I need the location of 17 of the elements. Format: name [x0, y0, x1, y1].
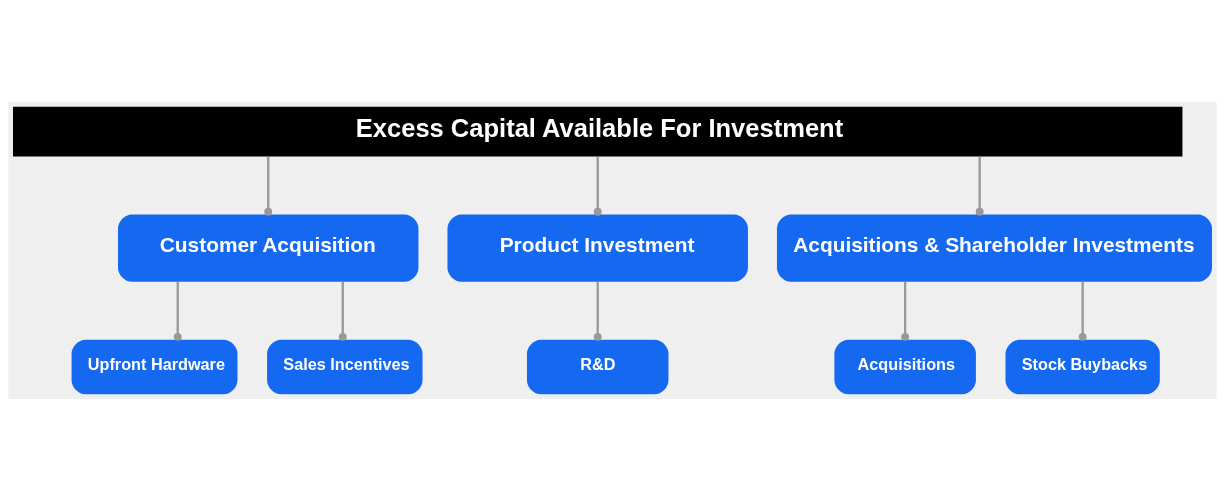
- connector: [593, 281, 602, 341]
- node-box: Upfront Hardware: [71, 339, 238, 394]
- node-box: Acquisitions: [834, 339, 976, 394]
- node-box: Sales Incentives: [267, 339, 423, 394]
- node-box: Excess Capital Available For Investment: [13, 106, 1183, 157]
- connector: [173, 281, 182, 341]
- connector: [901, 281, 910, 341]
- connector: [975, 156, 984, 216]
- connector: [264, 156, 273, 216]
- node-box: R&D: [526, 339, 669, 394]
- node-box: Product Investment: [447, 214, 748, 282]
- node-box: Customer Acquisition: [118, 214, 419, 282]
- node-box: Stock Buybacks: [1005, 339, 1160, 394]
- connector: [338, 281, 347, 341]
- node-box: Acquisitions & Shareholder Investments: [776, 214, 1212, 282]
- connector: [593, 156, 602, 216]
- connector: [1078, 281, 1087, 341]
